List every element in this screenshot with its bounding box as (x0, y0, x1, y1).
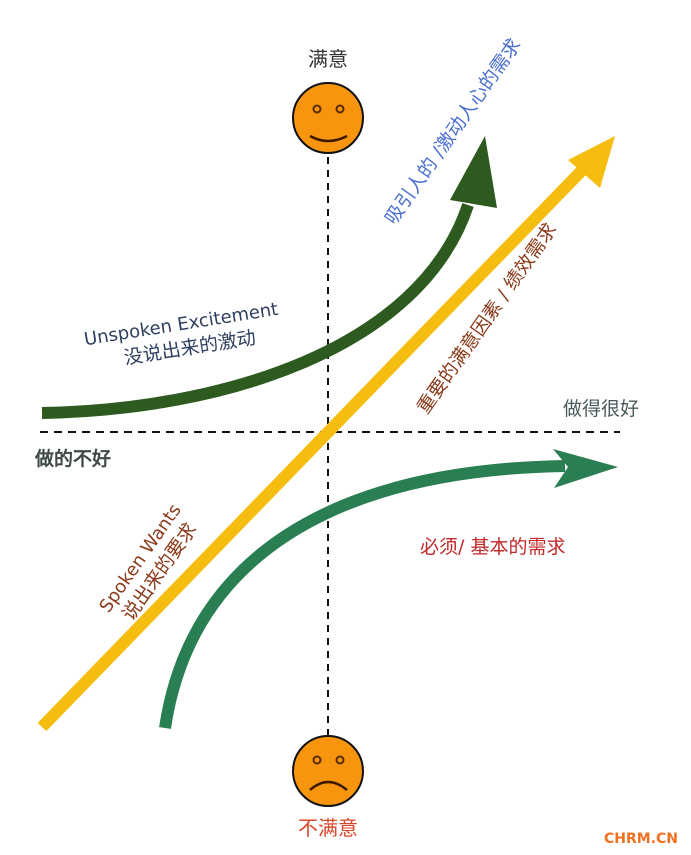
sad-face-icon (292, 735, 364, 807)
performance-arrow (37, 136, 615, 732)
basic-needs-arrow (159, 449, 618, 729)
satisfied-label: 满意 (308, 47, 348, 71)
watermark: CHRM.CN (604, 831, 678, 847)
excitement-arrow (41, 136, 497, 419)
happy-face-icon (292, 82, 364, 154)
dissatisfied-label: 不满意 (298, 816, 358, 840)
done-poorly-label: 做的不好 (34, 447, 111, 470)
basic-needs-label: 必须/ 基本的需求 (420, 536, 565, 558)
done-well-label: 做得很好 (563, 398, 639, 420)
